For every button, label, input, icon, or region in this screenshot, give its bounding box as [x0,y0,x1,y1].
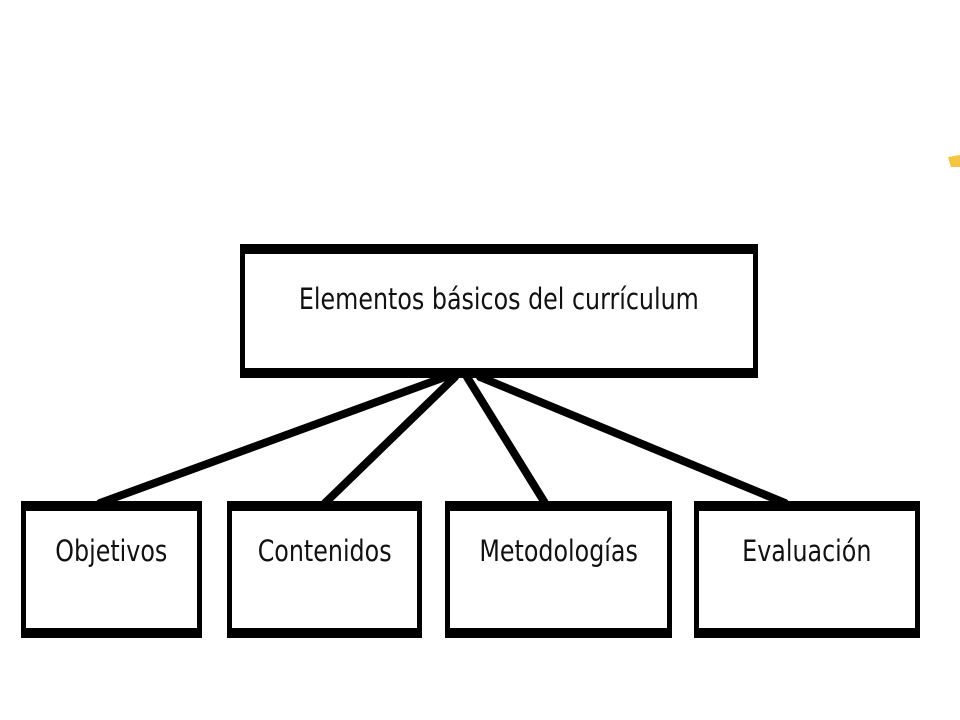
decorative-mark-icon [948,155,960,167]
connector-objetivos [96,373,449,507]
root-node: Elementos básicos del currículum [240,244,758,378]
connector-metodologias [463,373,549,507]
child-node-contenidos: Contenidos [227,501,422,638]
child-node-label: Evaluación [742,534,872,568]
child-node-label: Objetivos [55,534,168,568]
child-node-objetivos: Objetivos [21,501,202,638]
child-node-evaluacion: Evaluación [694,501,920,638]
child-node-label: Contenidos [257,534,392,568]
child-node-label: Metodologías [479,534,638,568]
child-node-metodologias: Metodologías [445,501,672,638]
connector-contenidos [321,373,459,507]
connector-evaluacion [476,373,789,507]
root-node-label: Elementos básicos del currículum [299,282,699,316]
